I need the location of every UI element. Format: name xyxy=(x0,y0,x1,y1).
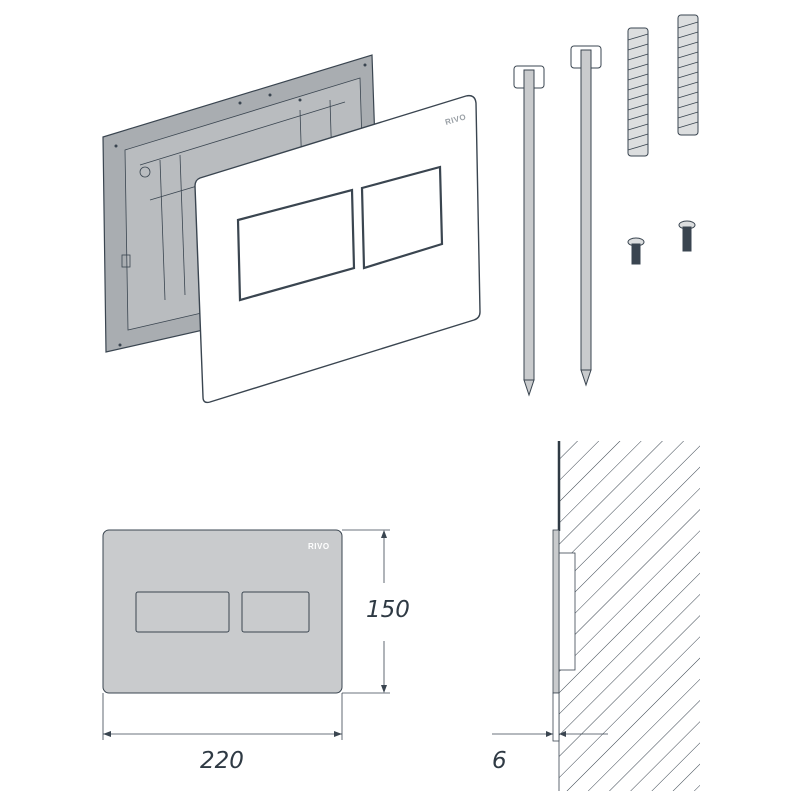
springs xyxy=(627,14,699,157)
flush-plate-3d: RIVO xyxy=(194,94,481,404)
brand-logo: RIVO xyxy=(308,542,330,551)
height-label: 150 xyxy=(366,597,410,623)
installation-frame-section xyxy=(558,552,576,671)
wall-section xyxy=(552,441,700,791)
depth-label: 6 xyxy=(492,748,507,774)
mounting-rods xyxy=(513,45,602,397)
depth-dimension xyxy=(492,731,608,737)
large-flush-button xyxy=(135,591,230,633)
plate-section xyxy=(552,529,560,694)
screws xyxy=(627,220,696,265)
width-dimension xyxy=(102,693,343,740)
small-flush-button xyxy=(241,591,310,633)
large-button-3d xyxy=(236,188,356,302)
front-view: RIVO xyxy=(102,529,343,694)
height-dimension xyxy=(342,529,390,694)
width-label: 220 xyxy=(200,748,244,774)
small-button-3d xyxy=(360,165,444,270)
